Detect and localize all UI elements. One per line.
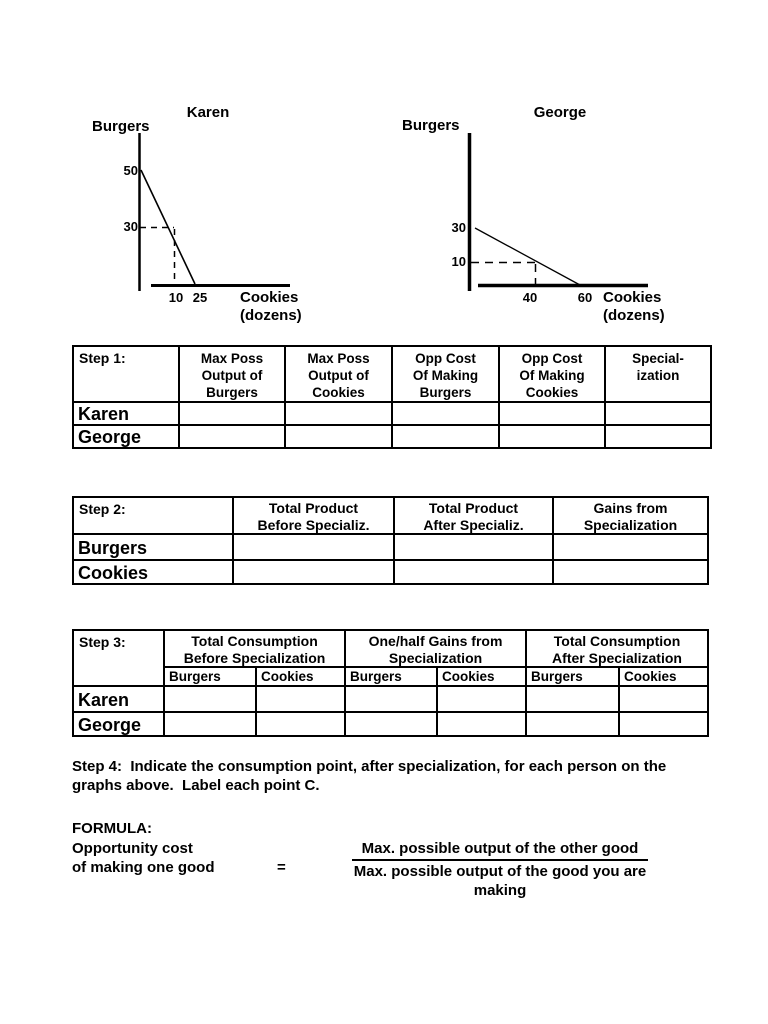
formula-equals-sign: = (277, 859, 286, 876)
step2-corner-label: Step 2: (72, 496, 234, 535)
empty-cell (284, 424, 393, 449)
step3-table: Step 3: Total Consumption Before Special… (72, 629, 710, 737)
step4-instructions: Step 4: Indicate the consumption point, … (72, 758, 667, 794)
empty-cell (393, 533, 554, 561)
step1-header-opp-cost-burgers: Opp Cost Of Making Burgers (391, 345, 500, 403)
step3-row-label-karen: Karen (72, 685, 165, 713)
empty-cell (163, 711, 257, 737)
step1-row-label-george: George (72, 424, 180, 449)
karen-y-axis-label: Burgers (92, 118, 150, 135)
empty-cell (498, 424, 606, 449)
step2-table: Step 2: Total Product Before Specializ. … (72, 496, 709, 585)
formula-numerator: Max. possible output of the other good (351, 839, 649, 861)
george-y-tick-10: 10 (451, 254, 466, 269)
formula-heading: FORMULA: (72, 820, 152, 837)
karen-y-tick-50: 50 (123, 163, 138, 178)
empty-cell (552, 533, 709, 561)
empty-cell (604, 424, 712, 449)
step2-row-label-cookies: Cookies (72, 559, 234, 585)
empty-cell (525, 685, 620, 713)
empty-cell (255, 685, 346, 713)
step1-header-max-poss-cookies: Max Poss Output of Cookies (284, 345, 393, 403)
step3-subheader-cookies-1: Cookies (255, 666, 346, 687)
step2-header-after: Total Product After Specializ. (393, 496, 554, 535)
empty-cell (284, 401, 393, 426)
empty-cell (178, 424, 286, 449)
empty-cell (344, 711, 438, 737)
karen-chart-canvas (138, 133, 290, 291)
george-x-tick-60: 60 (577, 290, 593, 305)
empty-cell (436, 685, 527, 713)
empty-cell (604, 401, 712, 426)
step1-header-max-poss-burgers: Max Poss Output of Burgers (178, 345, 286, 403)
step3-group-header-after: Total Consumption After Specialization (524, 629, 710, 668)
karen-chart: Karen Burgers 50 30 10 25 Cookies (dozen… (70, 100, 320, 335)
formula-left-side: Opportunity cost of making one good (72, 840, 215, 876)
empty-cell (255, 711, 346, 737)
step3-row-label-george: George (72, 711, 165, 737)
step2-header-gains: Gains from Specialization (552, 496, 709, 535)
step2-row-label-burgers: Burgers (72, 533, 234, 561)
empty-cell (617, 711, 710, 737)
step1-row-label-karen: Karen (72, 401, 180, 426)
empty-cell (232, 559, 395, 585)
karen-x-tick-10: 10 (168, 290, 184, 305)
george-y-axis-label: Burgers (402, 117, 460, 134)
empty-cell (617, 685, 710, 713)
empty-cell (178, 401, 286, 426)
empty-cell (391, 401, 500, 426)
step1-corner-label: Step 1: (72, 345, 180, 403)
empty-cell (391, 424, 500, 449)
step3-group-header-before: Total Consumption Before Specialization (163, 629, 346, 668)
formula-denominator: Max. possible output of the good you are… (353, 863, 647, 899)
step3-subheader-burgers-3: Burgers (525, 666, 620, 687)
empty-cell (344, 685, 438, 713)
george-chart: George Burgers 30 10 40 60 Cookies (doze… (390, 100, 680, 335)
step3-subheader-burgers-2: Burgers (344, 666, 438, 687)
step2-header-before: Total Product Before Specializ. (232, 496, 395, 535)
george-ppf-line (474, 227, 581, 286)
step3-subheader-cookies-3: Cookies (617, 666, 710, 687)
step1-header-opp-cost-cookies: Opp Cost Of Making Cookies (498, 345, 606, 403)
george-y-tick-30: 30 (451, 220, 466, 235)
step3-group-header-half-gains: One/half Gains from Specialization (344, 629, 527, 668)
george-x-axis-label: Cookies (dozens) (603, 289, 665, 324)
karen-y-tick-30: 30 (123, 219, 138, 234)
empty-cell (525, 711, 620, 737)
step3-corner-label: Step 3: (72, 629, 165, 687)
george-chart-canvas (467, 133, 648, 291)
empty-cell (498, 401, 606, 426)
karen-chart-title: Karen (186, 104, 230, 121)
karen-x-tick-25: 25 (192, 290, 208, 305)
karen-x-axis-label: Cookies (dozens) (240, 289, 302, 324)
step1-table: Step 1: Max Poss Output of Burgers Max P… (72, 345, 712, 449)
formula-fraction: Max. possible output of the other good M… (330, 839, 670, 900)
empty-cell (436, 711, 527, 737)
empty-cell (393, 559, 554, 585)
empty-cell (163, 685, 257, 713)
george-x-tick-40: 40 (522, 290, 538, 305)
george-chart-title: George (533, 104, 587, 121)
step3-subheader-cookies-2: Cookies (436, 666, 527, 687)
step3-subheader-burgers-1: Burgers (163, 666, 257, 687)
empty-cell (232, 533, 395, 561)
empty-cell (552, 559, 709, 585)
step1-header-specialization: Special- ization (604, 345, 712, 403)
